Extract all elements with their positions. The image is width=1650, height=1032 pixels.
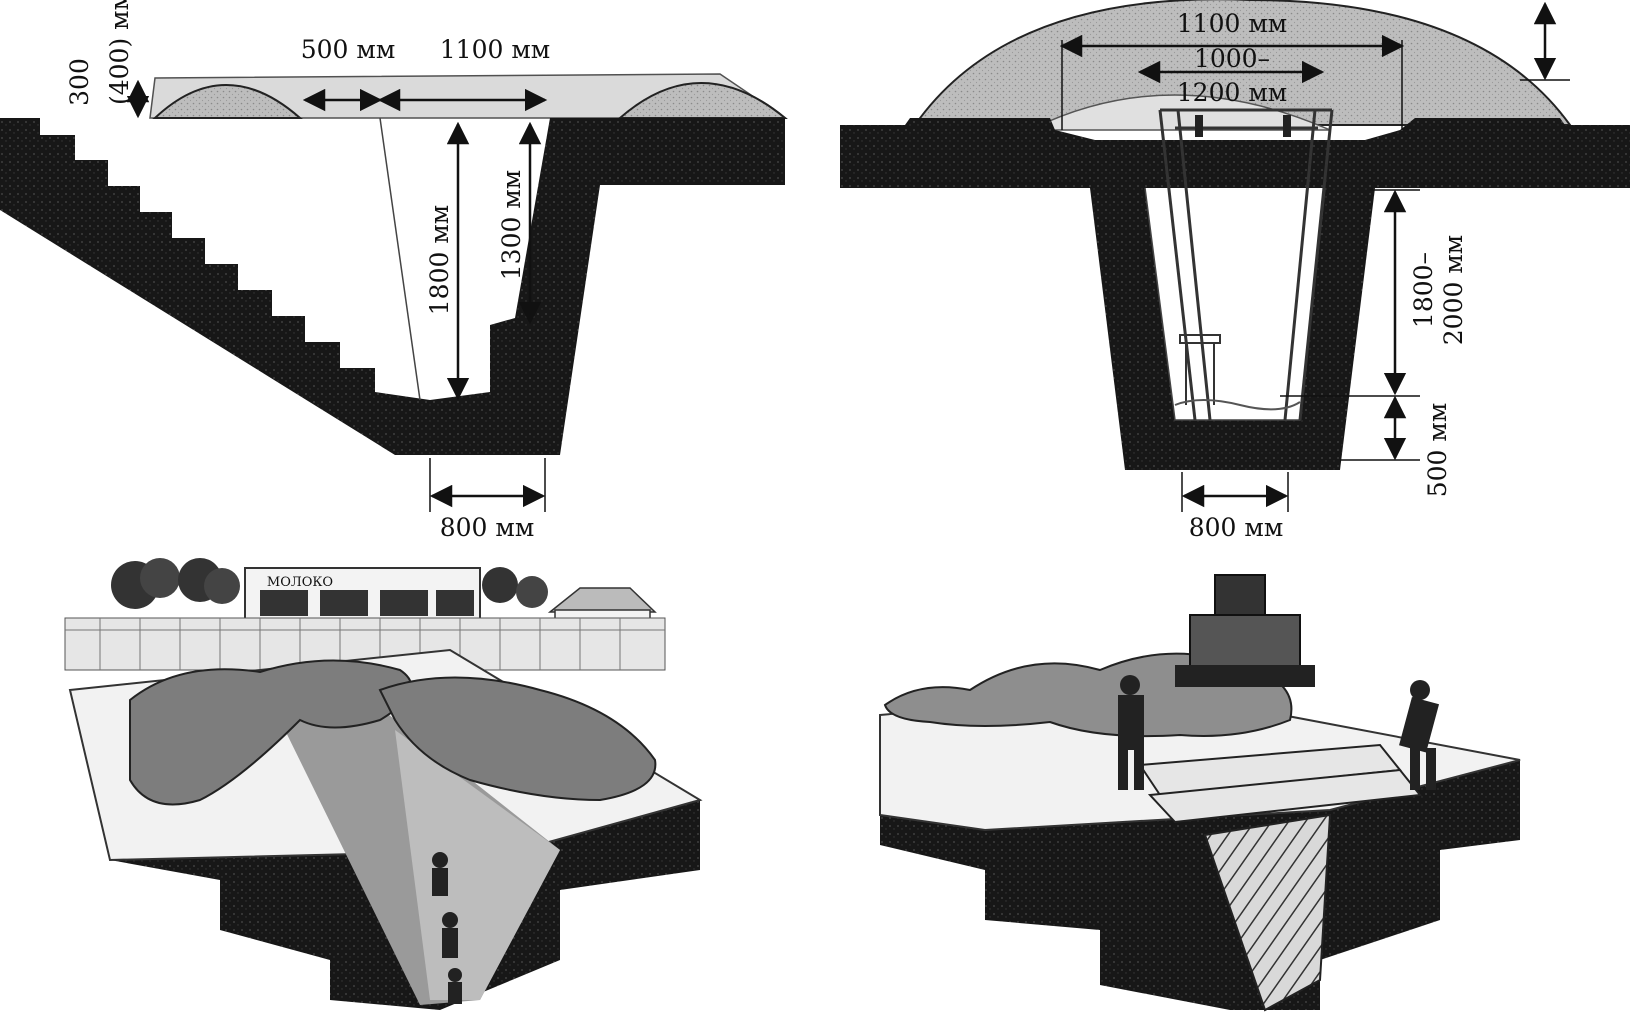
panel-construction-perspective bbox=[879, 574, 1521, 1012]
dim-depth-inner: 1300 мм bbox=[497, 170, 526, 280]
dim-depth-line2: 2000 мм bbox=[1439, 235, 1468, 345]
excavator bbox=[1175, 574, 1315, 687]
dim-floor-depth: 500 мм bbox=[1423, 403, 1452, 498]
panel-trench-perspective: МОЛОКО bbox=[64, 558, 703, 1010]
dim-span-line2: 1200 мм bbox=[1177, 78, 1287, 107]
dim-bottom-width-right: 800 мм bbox=[1189, 513, 1284, 542]
cover-planks bbox=[1138, 743, 1422, 824]
workers bbox=[1118, 675, 1440, 790]
dim-depth-line1: 1800– bbox=[1409, 252, 1438, 328]
panel-open-trench: 300 (400) мм 500 мм 1100 мм 1800 мм 1300… bbox=[0, 0, 788, 542]
dim-top-height: 300 bbox=[65, 58, 94, 106]
dim-gap-width: 500 мм bbox=[301, 35, 396, 64]
trench-opening bbox=[1145, 188, 1325, 420]
dim-span-line1: 1000– bbox=[1194, 44, 1270, 73]
dim-top-height-alt: (400) мм bbox=[105, 0, 134, 105]
dim-roof-width: 1100 мм bbox=[1177, 9, 1287, 38]
dim-depth-total: 1800 мм bbox=[425, 205, 454, 315]
covered-trench-section bbox=[1203, 813, 1332, 1012]
spoil-mounds bbox=[129, 659, 657, 806]
panel-covered-trench: 1100 мм 1000– 1200 мм 1800– 2000 мм 500 … bbox=[840, 0, 1630, 542]
people-in-trench bbox=[432, 852, 462, 1004]
bench bbox=[1179, 334, 1221, 405]
wall-lining bbox=[1158, 108, 1334, 421]
trench-wall-line bbox=[379, 117, 421, 401]
background-scene: МОЛОКО bbox=[64, 558, 666, 671]
dim-top-width: 1100 мм bbox=[440, 35, 550, 64]
dim-bottom-width: 800 мм bbox=[440, 513, 535, 542]
ground-section bbox=[0, 118, 785, 455]
building-sign: МОЛОКО bbox=[267, 575, 333, 590]
